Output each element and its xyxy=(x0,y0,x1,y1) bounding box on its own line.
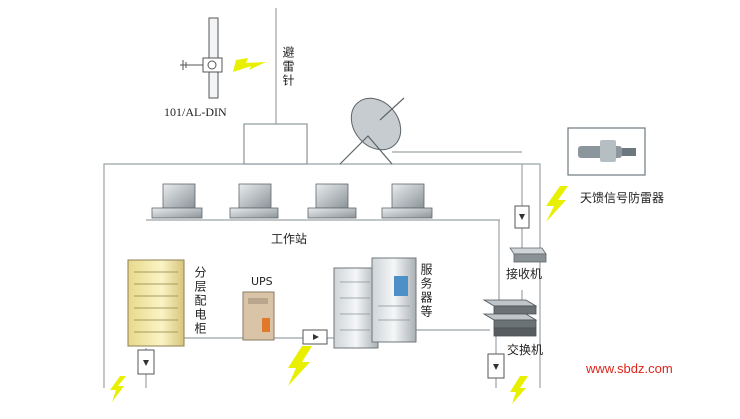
feeder-arrester-label: 天馈信号防雷器 xyxy=(580,191,665,205)
satellite-dish-icon xyxy=(339,97,522,165)
switch-label: 交换机 xyxy=(507,343,544,357)
lightning-rod-label: 避雷针 xyxy=(281,46,295,88)
watermark-url: www.sbdz.com xyxy=(586,361,673,376)
feeder-arrester-image xyxy=(567,127,646,176)
lightning-rod-model-label: 101/AL-DIN xyxy=(164,105,227,119)
server-racks-icon xyxy=(333,257,417,349)
receiver-label: 接收机 xyxy=(506,267,543,281)
distribution-cabinet-label: 分层配电柜 xyxy=(193,266,207,336)
ups-icon xyxy=(242,291,275,341)
switch-stack-icon xyxy=(482,299,538,337)
lightning-bolt-icon xyxy=(233,58,266,72)
lightning-rod-device xyxy=(180,17,223,99)
receiver-icon xyxy=(509,247,547,263)
lightning-bolt-icon xyxy=(546,186,568,222)
workstation-label: 工作站 xyxy=(271,232,308,246)
lightning-bolt-icon xyxy=(288,346,312,386)
lightning-bolt-icon xyxy=(110,376,126,402)
workstation-icons xyxy=(151,183,433,219)
distribution-cabinet-icon xyxy=(127,259,185,347)
ups-label: UPS xyxy=(251,275,273,288)
lightning-bolt-icon xyxy=(510,376,528,404)
server-label: 服务器等 xyxy=(419,263,433,319)
building-box xyxy=(243,123,308,165)
surge-arrow-icon xyxy=(143,214,525,370)
